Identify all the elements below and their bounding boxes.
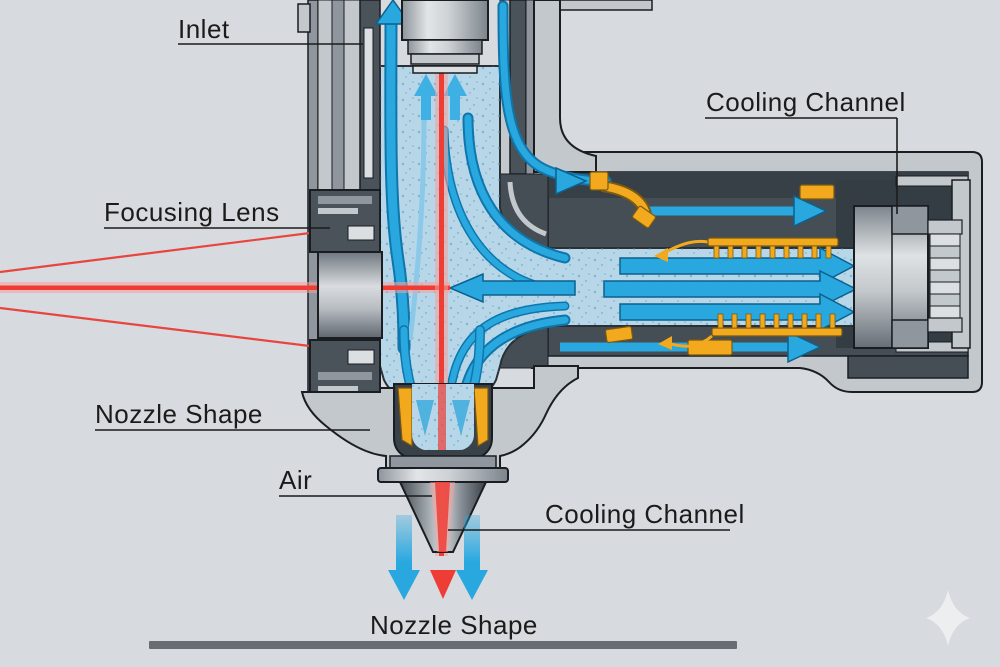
cooling-channel-top-label: Cooling Channel [706, 87, 906, 117]
streamline [460, 316, 569, 400]
down-arrow-head [416, 400, 434, 436]
laser-beam-vertical [439, 72, 444, 556]
corner-casing [533, 0, 597, 173]
right-flow-arrow [619, 246, 856, 286]
lens-up-arrows [414, 74, 467, 120]
pipe-arrow-head [787, 330, 822, 364]
comb-lead [661, 239, 709, 256]
beam-fan-line-upper [0, 229, 327, 274]
nozzle-shape-left-label: Nozzle Shape [95, 399, 263, 429]
inlet-cylinder [401, 0, 489, 41]
left-flow-arrow [448, 272, 576, 304]
streamline [449, 303, 568, 385]
junction-filet-top-highlight [507, 181, 547, 237]
air-label: Air [279, 465, 312, 495]
streamline [386, 11, 409, 353]
right-flow-arrow [603, 269, 858, 309]
nozzle-shape-bottom-label: Nozzle Shape [370, 610, 538, 640]
fiber-connector-assembly [853, 205, 963, 349]
pipe-coupler [799, 184, 835, 200]
bottom-scale-bar [149, 641, 737, 649]
down-arrow-shaft [464, 515, 480, 573]
nozzle-assembly [300, 365, 579, 600]
wall-slot [363, 27, 374, 179]
streamline [464, 114, 569, 262]
sparkle-icon [926, 590, 970, 646]
connector-ribs [927, 219, 963, 333]
pipe-arrow-head [555, 166, 588, 196]
down-arrow-head [452, 400, 470, 436]
flange-detail [318, 386, 358, 392]
hose-fitting [631, 205, 657, 229]
cooling-fittings [589, 171, 843, 356]
pipe-coupler [604, 325, 634, 344]
connector-block [891, 205, 929, 235]
lens-barrel [410, 53, 480, 65]
nozzle-gasket-right [473, 387, 489, 448]
nozzle-down-arrows [416, 400, 470, 436]
comb-base [711, 327, 843, 337]
connector-block [891, 319, 929, 349]
flange-detail [318, 208, 358, 214]
up-arrow-shaft [421, 94, 431, 120]
comb-lead [663, 334, 713, 348]
laser-output-arrow [430, 570, 456, 599]
up-arrow-shaft [450, 94, 460, 120]
down-arrow-head [456, 570, 488, 600]
beam-in-cup [438, 384, 446, 450]
arm-interior-right-extension [847, 355, 969, 379]
focusing-lens-assembly [309, 189, 383, 403]
streamline-faint [407, 119, 427, 341]
flange-slot [347, 225, 375, 241]
cooling-comb-top [654, 237, 839, 262]
lens-plate [412, 65, 478, 74]
top-cap [559, 0, 653, 11]
flange-detail [318, 372, 372, 380]
cooling-comb-bottom [658, 313, 843, 350]
focusing-lens-label: Focusing Lens [104, 197, 280, 227]
comb-teeth [713, 245, 832, 259]
hose-fitting [589, 171, 609, 191]
down-arrow-head [388, 570, 420, 600]
comb-teeth [717, 313, 836, 329]
pipe-coupler [687, 339, 733, 356]
flange-detail [318, 196, 372, 204]
up-arrow-head [414, 74, 438, 96]
cooling-channel-bottom-label: Cooling Channel [545, 499, 745, 529]
flow-arrows [374, 0, 858, 450]
inlet-label: Inlet [178, 14, 230, 44]
annotations: Inlet Cooling Channel Focusing Lens Nozz… [95, 14, 906, 640]
pipe-arrow-head [793, 194, 828, 228]
right-flow-arrow [619, 292, 856, 332]
nozzle-flange [377, 467, 509, 483]
flange-slot [347, 349, 375, 365]
beam-fan-line-lower [0, 306, 327, 350]
down-arrow-shaft [396, 515, 412, 573]
lens-mount-cylinder [317, 251, 383, 339]
inlet-tube [401, 0, 489, 74]
cone-beam [435, 482, 450, 552]
comb-base [707, 237, 839, 247]
up-arrow-head [443, 74, 467, 96]
laser-beam-horizontal [0, 285, 450, 290]
nozzle-gasket-left [397, 387, 413, 448]
wall-notch [297, 3, 311, 33]
inlet-step [407, 39, 483, 55]
